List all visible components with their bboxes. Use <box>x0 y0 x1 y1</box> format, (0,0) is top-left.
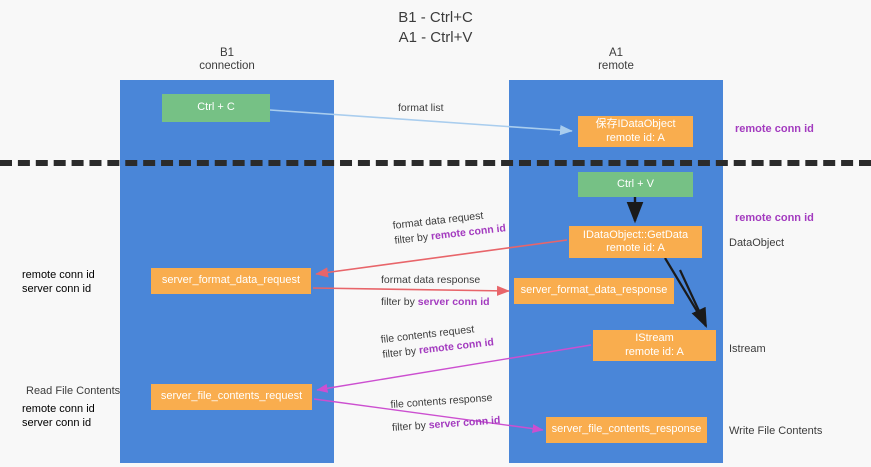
node-idataobject-getdata[interactable]: IDataObject::GetData remote id: A <box>569 226 702 258</box>
node-server-file-contents-response-label: server_file_contents_response <box>551 423 702 436</box>
node-server-file-contents-request[interactable]: server_file_contents_request <box>151 384 312 410</box>
column-header-b1-role: connection <box>199 60 255 72</box>
edge-label-format-data-response-title: format data response <box>381 274 481 286</box>
annotation-write-file-contents: Write File Contents <box>729 425 823 437</box>
filter-prefix: filter by <box>381 344 420 361</box>
annotation-remote-conn-id-top: remote conn id <box>735 123 814 135</box>
node-istream-sublabel: remote id: A <box>625 345 684 358</box>
annotation-left-remote-conn-id-2: remote conn id <box>22 403 95 415</box>
filter-prefix: filter by <box>393 230 432 247</box>
filter-key-server-conn-id: server conn id <box>428 414 501 432</box>
node-ctrl-c-label: Ctrl + C <box>197 101 235 114</box>
filter-prefix: filter by <box>381 296 418 308</box>
node-server-file-contents-request-label: server_file_contents_request <box>160 390 303 403</box>
node-server-format-data-response[interactable]: server_format_data_response <box>514 278 674 304</box>
phase-divider <box>0 160 871 166</box>
node-server-format-data-request[interactable]: server_format_data_request <box>151 268 311 294</box>
node-ctrl-c[interactable]: Ctrl + C <box>162 94 270 122</box>
node-server-format-data-request-label: server_format_data_request <box>161 274 301 287</box>
node-save-idataobject-label: 保存IDataObject <box>595 118 676 130</box>
node-idataobject-getdata-label: IDataObject::GetData <box>582 228 689 241</box>
node-ctrl-v-label: Ctrl + V <box>617 177 654 190</box>
column-header-b1: B1 connection <box>120 47 334 73</box>
column-header-a1-name: A1 <box>608 47 624 59</box>
edge-label-format-data-request: format data request filter by remote con… <box>392 206 507 248</box>
filter-prefix: filter by <box>391 419 430 434</box>
filter-key-server-conn-id: server conn id <box>417 296 490 308</box>
edge-label-format-data-response-filter: filter by server conn id <box>381 295 490 310</box>
edge-label-format-list: format list <box>398 101 444 116</box>
edge-label-format-data-response: format data response filter by server co… <box>381 273 490 310</box>
node-save-idataobject-sublabel: remote id: A <box>606 131 665 144</box>
node-ctrl-v[interactable]: Ctrl + V <box>578 172 693 197</box>
column-header-a1-role: remote <box>598 60 634 72</box>
column-header-a1: A1 remote <box>509 47 723 73</box>
edge-label-file-contents-request: file contents request filter by remote c… <box>380 320 495 362</box>
annotation-left-conn-ids-2: remote conn id server conn id <box>22 402 95 430</box>
page-title: B1 - Ctrl+C A1 - Ctrl+V <box>0 8 871 48</box>
node-istream-label: IStream <box>635 332 674 344</box>
annotation-left-server-conn-id-2: server conn id <box>22 417 92 429</box>
annotation-istream: Istream <box>729 343 766 355</box>
annotation-dataobject: DataObject <box>729 237 785 249</box>
edge-label-file-contents-response: file contents response filter by server … <box>390 390 501 435</box>
node-server-file-contents-response[interactable]: server_file_contents_response <box>546 417 707 443</box>
annotation-left-remote-conn-id: remote conn id <box>22 269 95 281</box>
column-header-b1-name: B1 <box>219 47 235 59</box>
node-idataobject-getdata-sublabel: remote id: A <box>606 242 665 254</box>
title-line-1: B1 - Ctrl+C <box>398 9 473 26</box>
annotation-left-server-conn-id: server conn id <box>22 283 92 295</box>
annotation-read-file-contents: Read File Contents <box>26 385 121 397</box>
edge-label-format-list-text: format list <box>398 102 444 114</box>
annotation-left-conn-ids: remote conn id server conn id <box>22 268 95 296</box>
node-istream[interactable]: IStream remote id: A <box>593 330 716 361</box>
title-line-2: A1 - Ctrl+V <box>398 29 473 46</box>
node-save-idataobject[interactable]: 保存IDataObject remote id: A <box>578 116 693 147</box>
annotation-remote-conn-id-mid: remote conn id <box>735 212 814 224</box>
node-server-format-data-response-label: server_format_data_response <box>520 284 668 297</box>
